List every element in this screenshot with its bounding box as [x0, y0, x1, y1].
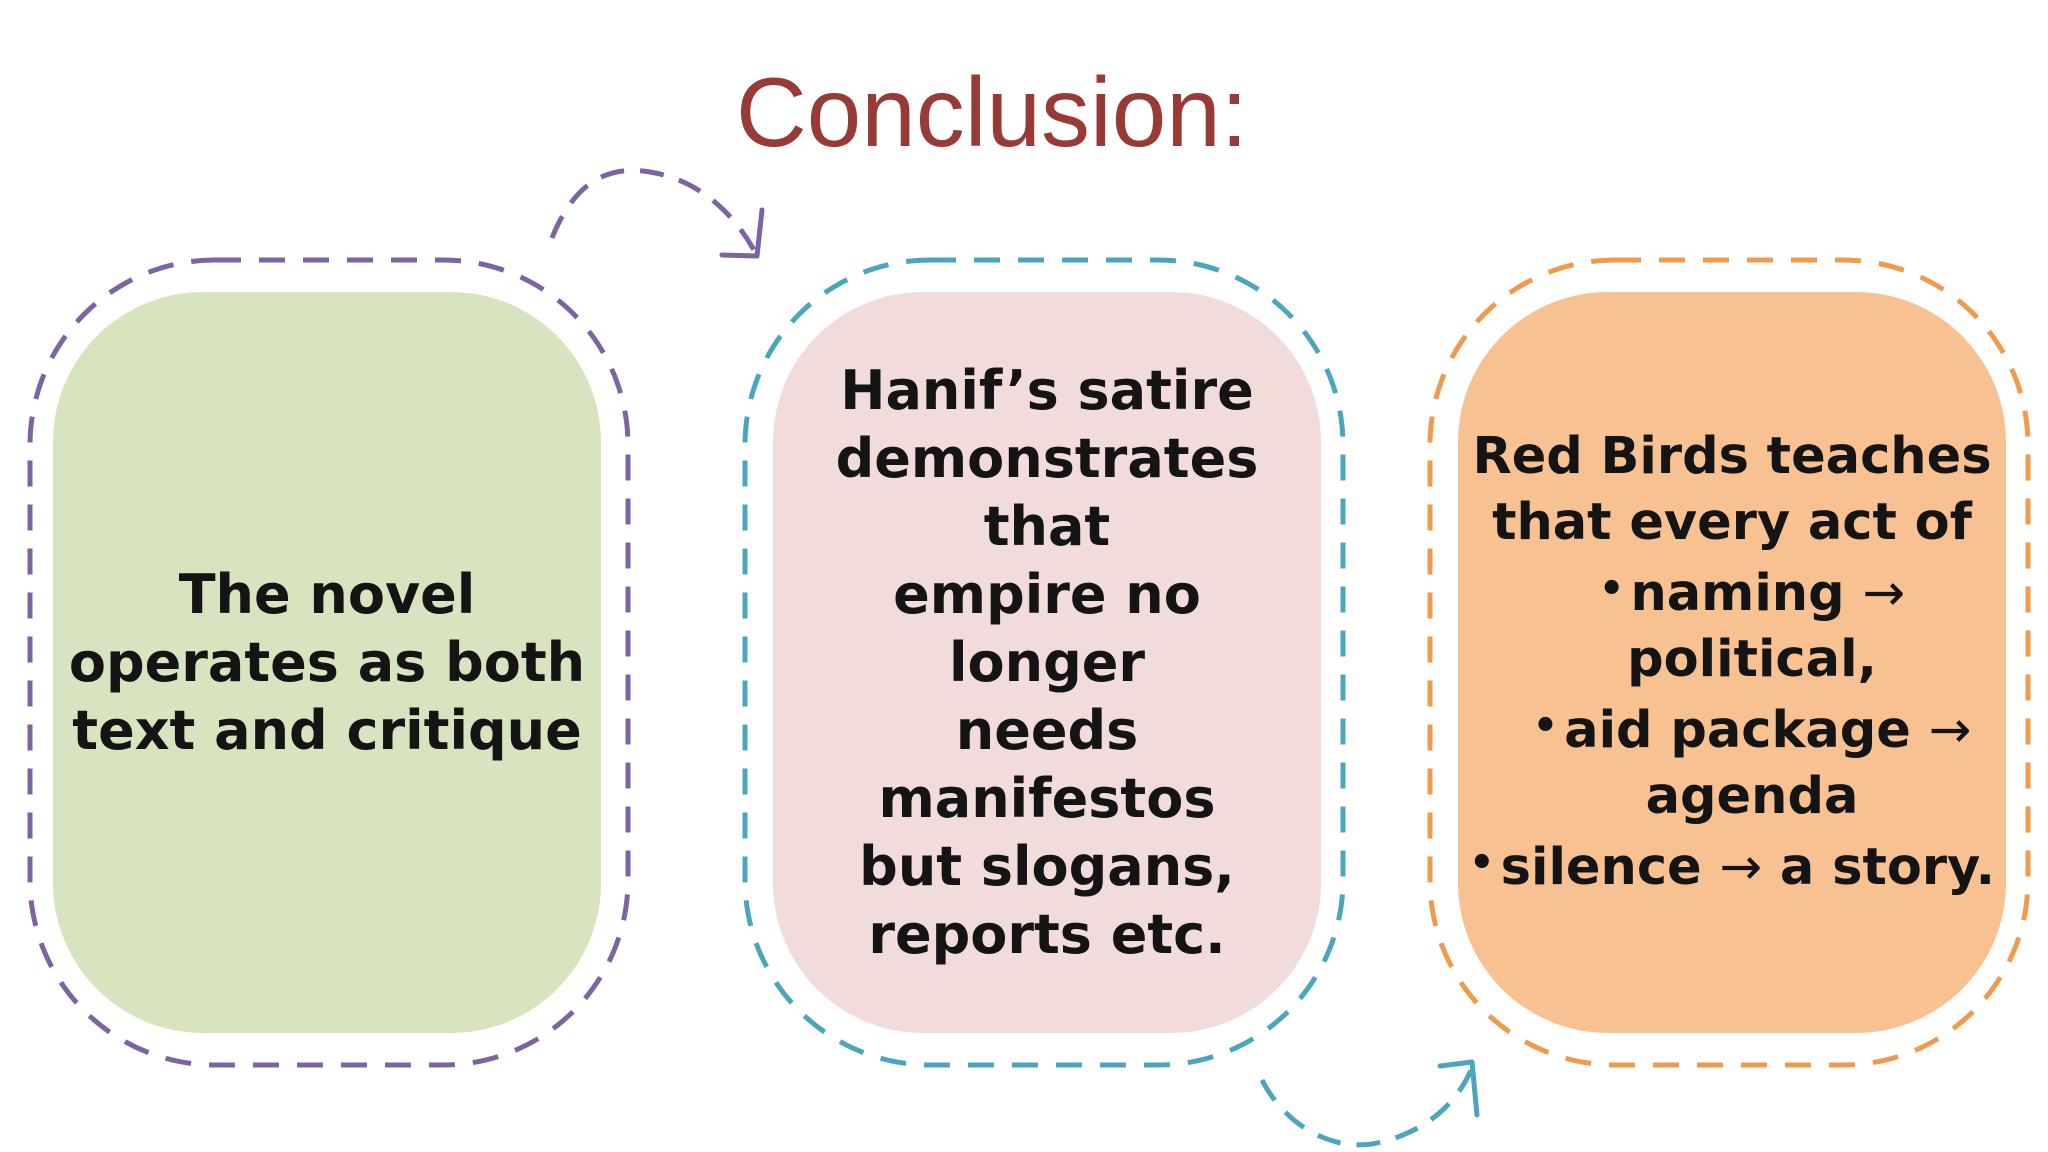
box1-line: text and critique	[72, 698, 582, 762]
concept-box-satire: Hanif’s satire demonstrates that empire …	[773, 292, 1321, 1033]
box1-line: operates as both	[68, 630, 586, 694]
box1-line: The novel	[178, 562, 476, 626]
arrow-icon: →	[1862, 564, 1906, 623]
slide-title: Conclusion:	[735, 57, 1249, 167]
connector-top-arrow	[549, 167, 765, 259]
box3-text: Red Birds teaches that every act of •nam…	[1455, 424, 2009, 901]
connector-bottom-arrow	[1259, 1059, 1480, 1148]
concept-box-red-birds: Red Birds teaches that every act of •nam…	[1458, 292, 2006, 1033]
bullet-item-naming: •naming →	[1598, 564, 1906, 623]
bullet-item-naming-tail: political,	[1627, 630, 1877, 689]
box2-line: but slogans,	[859, 834, 1235, 898]
bullet-item-aid-package-tail: agenda	[1645, 767, 1859, 826]
box2-line: demonstrates that	[835, 426, 1259, 558]
box2-text: Hanif’s satire demonstrates that empire …	[773, 357, 1321, 969]
box2-line: Hanif’s satire	[840, 358, 1254, 422]
bullet-icon: •	[1598, 566, 1625, 612]
dashed-ring-3	[1427, 257, 2031, 1068]
dashed-ring-1	[27, 257, 631, 1068]
concept-box-text-and-critique: The novel operates as both text and crit…	[53, 292, 601, 1033]
box3-intro-line: that every act of	[1492, 493, 1972, 552]
arrow-icon: →	[1928, 701, 1972, 760]
box1-text: The novel operates as both text and crit…	[55, 561, 599, 765]
box2-line: empire no longer	[893, 562, 1201, 694]
box2-line: reports etc.	[868, 902, 1226, 966]
box2-line: needs manifestos	[878, 698, 1216, 830]
dashed-ring-2	[742, 257, 1346, 1068]
box3-intro-line: Red Birds teaches	[1472, 427, 1992, 486]
bullet-icon: •	[1532, 703, 1559, 749]
bullet-item-silence: •silence → a story.	[1469, 838, 1995, 897]
bullet-icon: •	[1469, 840, 1495, 886]
arrow-icon: →	[1719, 838, 1763, 897]
bullet-item-aid-package: •aid package →	[1532, 701, 1972, 760]
